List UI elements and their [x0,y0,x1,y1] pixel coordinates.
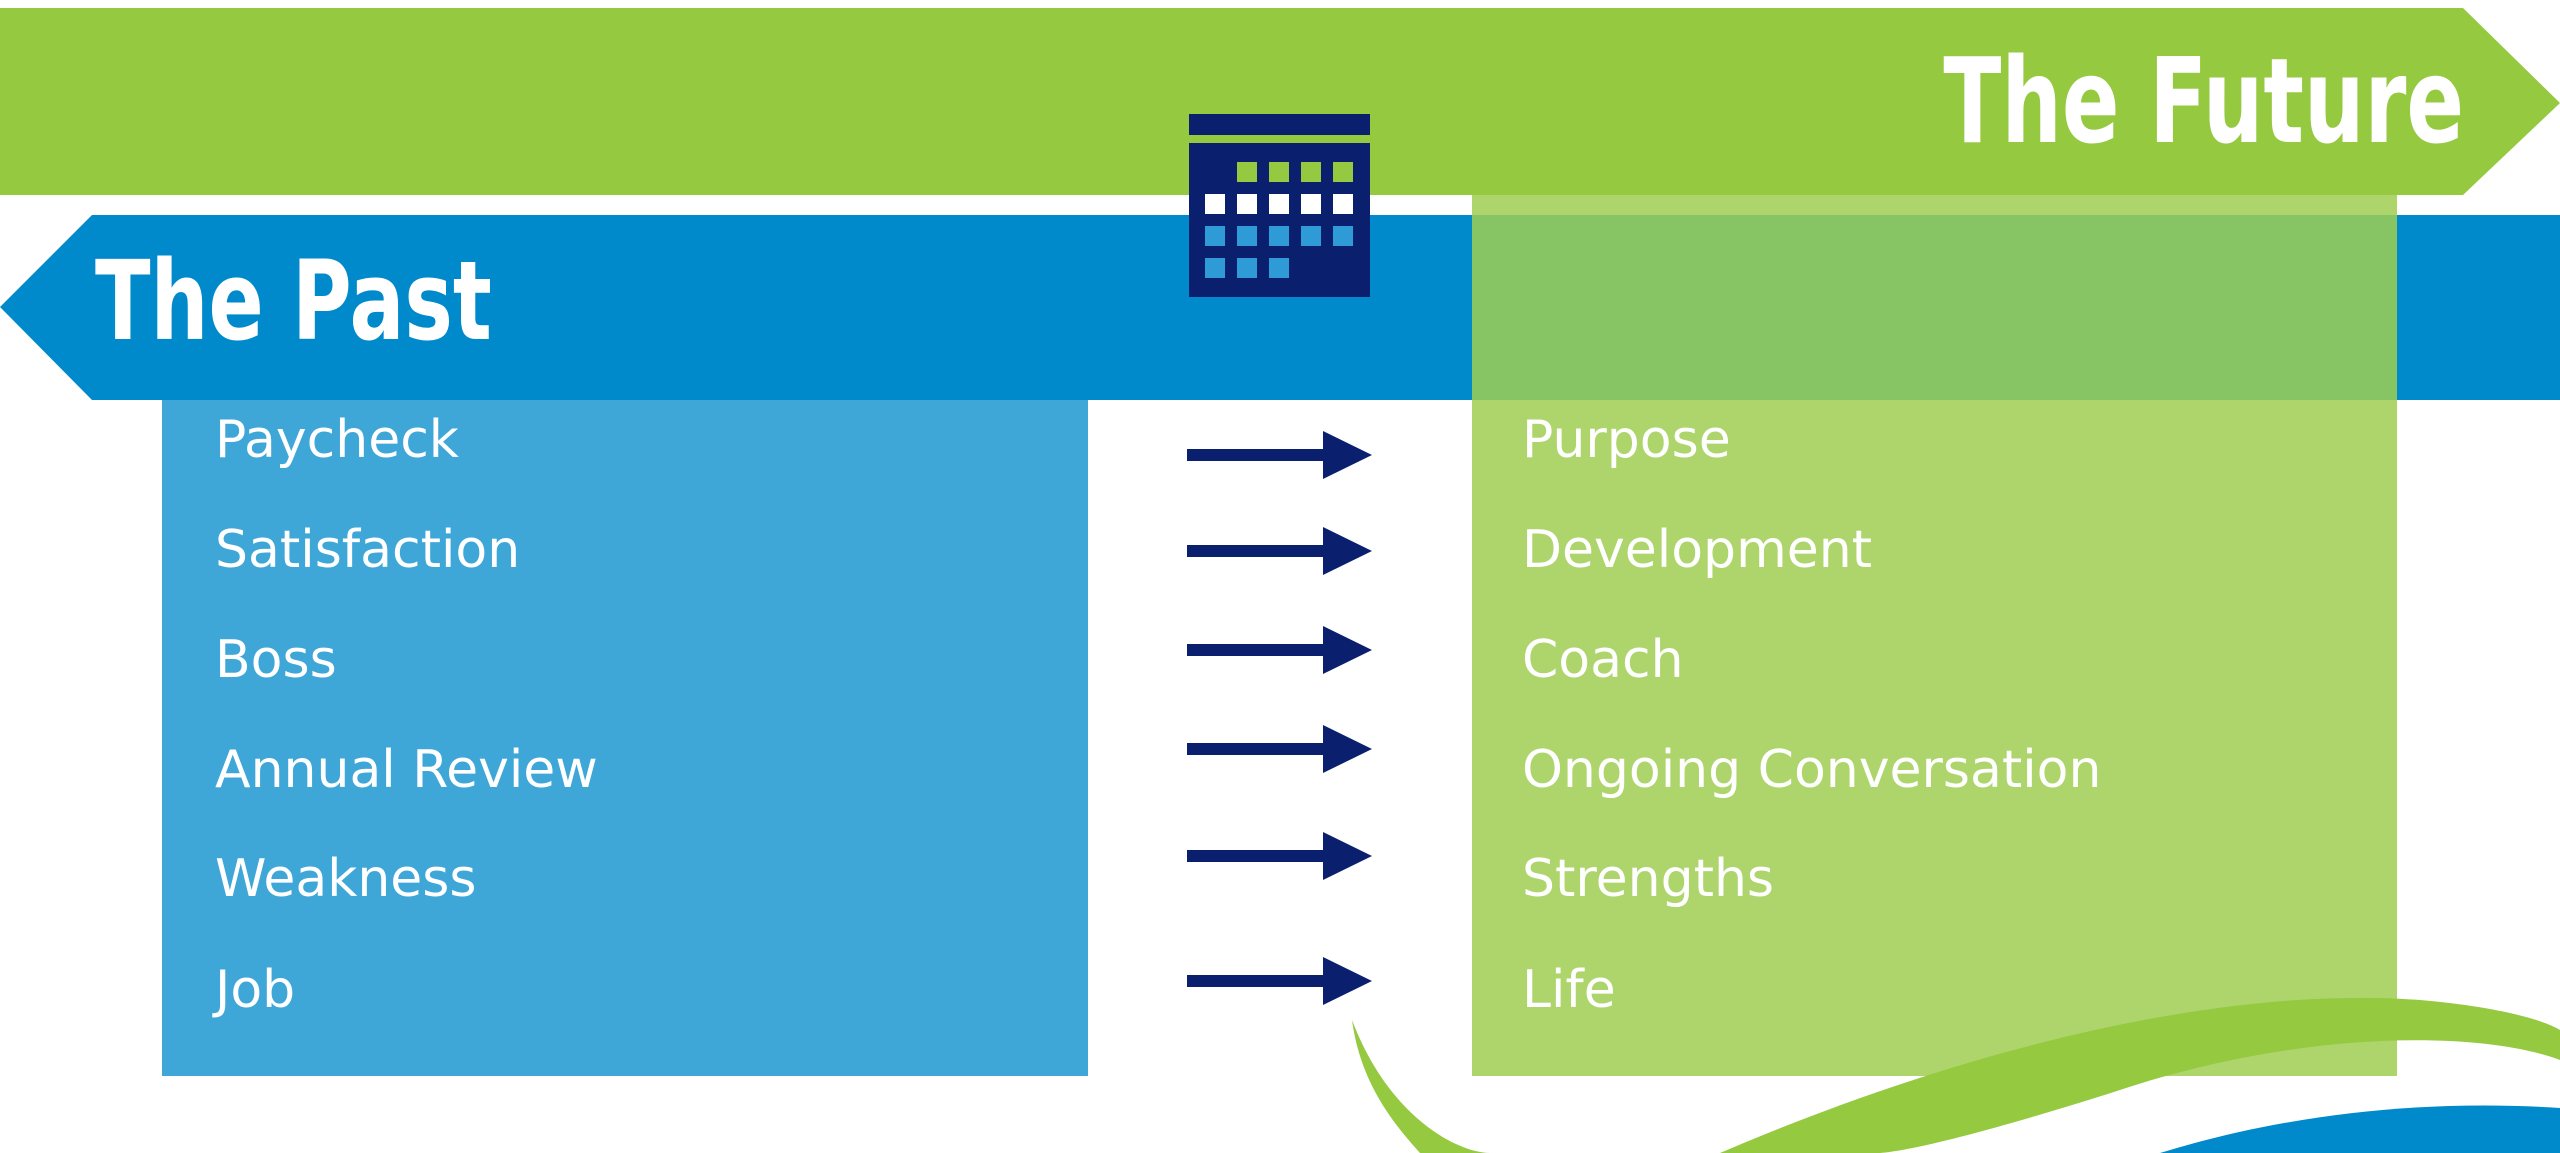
right-arrow-icon [1187,626,1372,674]
swoosh-decoration [1352,997,2560,1153]
past-item: Weakness [215,849,477,909]
right-arrow-icon [1187,957,1372,1005]
future-item: Life [1522,960,1616,1020]
future-item: Development [1522,520,1873,580]
past-item: Annual Review [215,740,598,800]
future-banner [0,8,2560,195]
future-item: Strengths [1522,849,1775,909]
past-item: Job [215,960,296,1020]
future-item: Purpose [1522,410,1731,470]
right-arrow-icon [1187,431,1372,479]
future-heading: The Future [1943,32,2464,170]
past-item: Boss [215,630,337,690]
past-panel [162,400,1088,1076]
future-item: Coach [1522,630,1684,690]
future-item: Ongoing Conversation [1522,740,2102,800]
right-arrow-icon [1187,725,1372,773]
past-heading: The Past [95,237,492,365]
right-arrow-icon [1187,527,1372,575]
right-arrow-icon [1187,832,1372,880]
past-item: Satisfaction [215,520,521,580]
future-panel [1472,195,2397,1076]
past-item: Paycheck [215,410,459,470]
